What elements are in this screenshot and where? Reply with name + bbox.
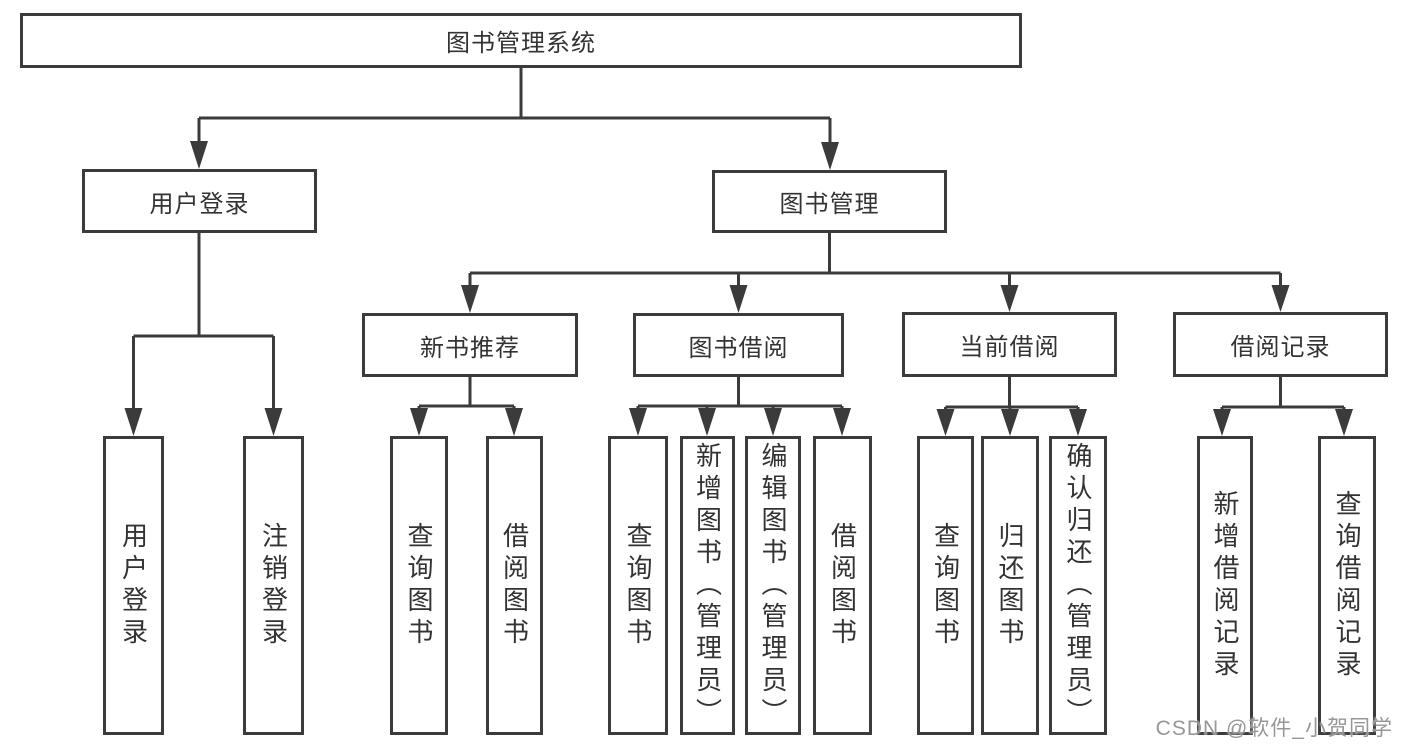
leaf-current-query-books: 查询图书 bbox=[917, 436, 974, 735]
node-user-login: 用户登录 bbox=[82, 169, 317, 233]
leaf-newbook-borrow-books: 借阅图书 bbox=[486, 436, 543, 735]
node-borrowing-records: 借阅记录 bbox=[1173, 312, 1388, 377]
leaf-borrowing-query-books: 查询图书 bbox=[608, 436, 668, 735]
leaf-user-login: 用户登录 bbox=[103, 436, 164, 735]
node-library-management-system: 图书管理系统 bbox=[20, 13, 1022, 68]
leaf-records-add-borrow-record: 新增借阅记录 bbox=[1197, 436, 1253, 735]
node-book-management: 图书管理 bbox=[712, 170, 947, 233]
leaf-borrowing-edit-books-admin: 编辑图书（管理员） bbox=[745, 436, 801, 735]
leaf-borrowing-borrow-books: 借阅图书 bbox=[813, 436, 872, 735]
node-current-borrowing: 当前借阅 bbox=[902, 312, 1117, 377]
leaf-borrowing-add-books-admin: 新增图书（管理员） bbox=[680, 436, 735, 735]
csdn-watermark: CSDN @软件_小贺同学 bbox=[1155, 717, 1393, 740]
leaf-newbook-query-books: 查询图书 bbox=[390, 436, 448, 735]
leaf-records-query-borrow-record: 查询借阅记录 bbox=[1318, 436, 1376, 735]
leaf-current-return-books: 归还图书 bbox=[981, 436, 1039, 735]
leaf-current-confirm-return-admin: 确认归还（管理员） bbox=[1049, 436, 1107, 735]
node-new-book-recommendation: 新书推荐 bbox=[362, 313, 578, 377]
leaf-logout: 注销登录 bbox=[243, 436, 304, 735]
node-book-borrowing: 图书借阅 bbox=[633, 313, 844, 377]
